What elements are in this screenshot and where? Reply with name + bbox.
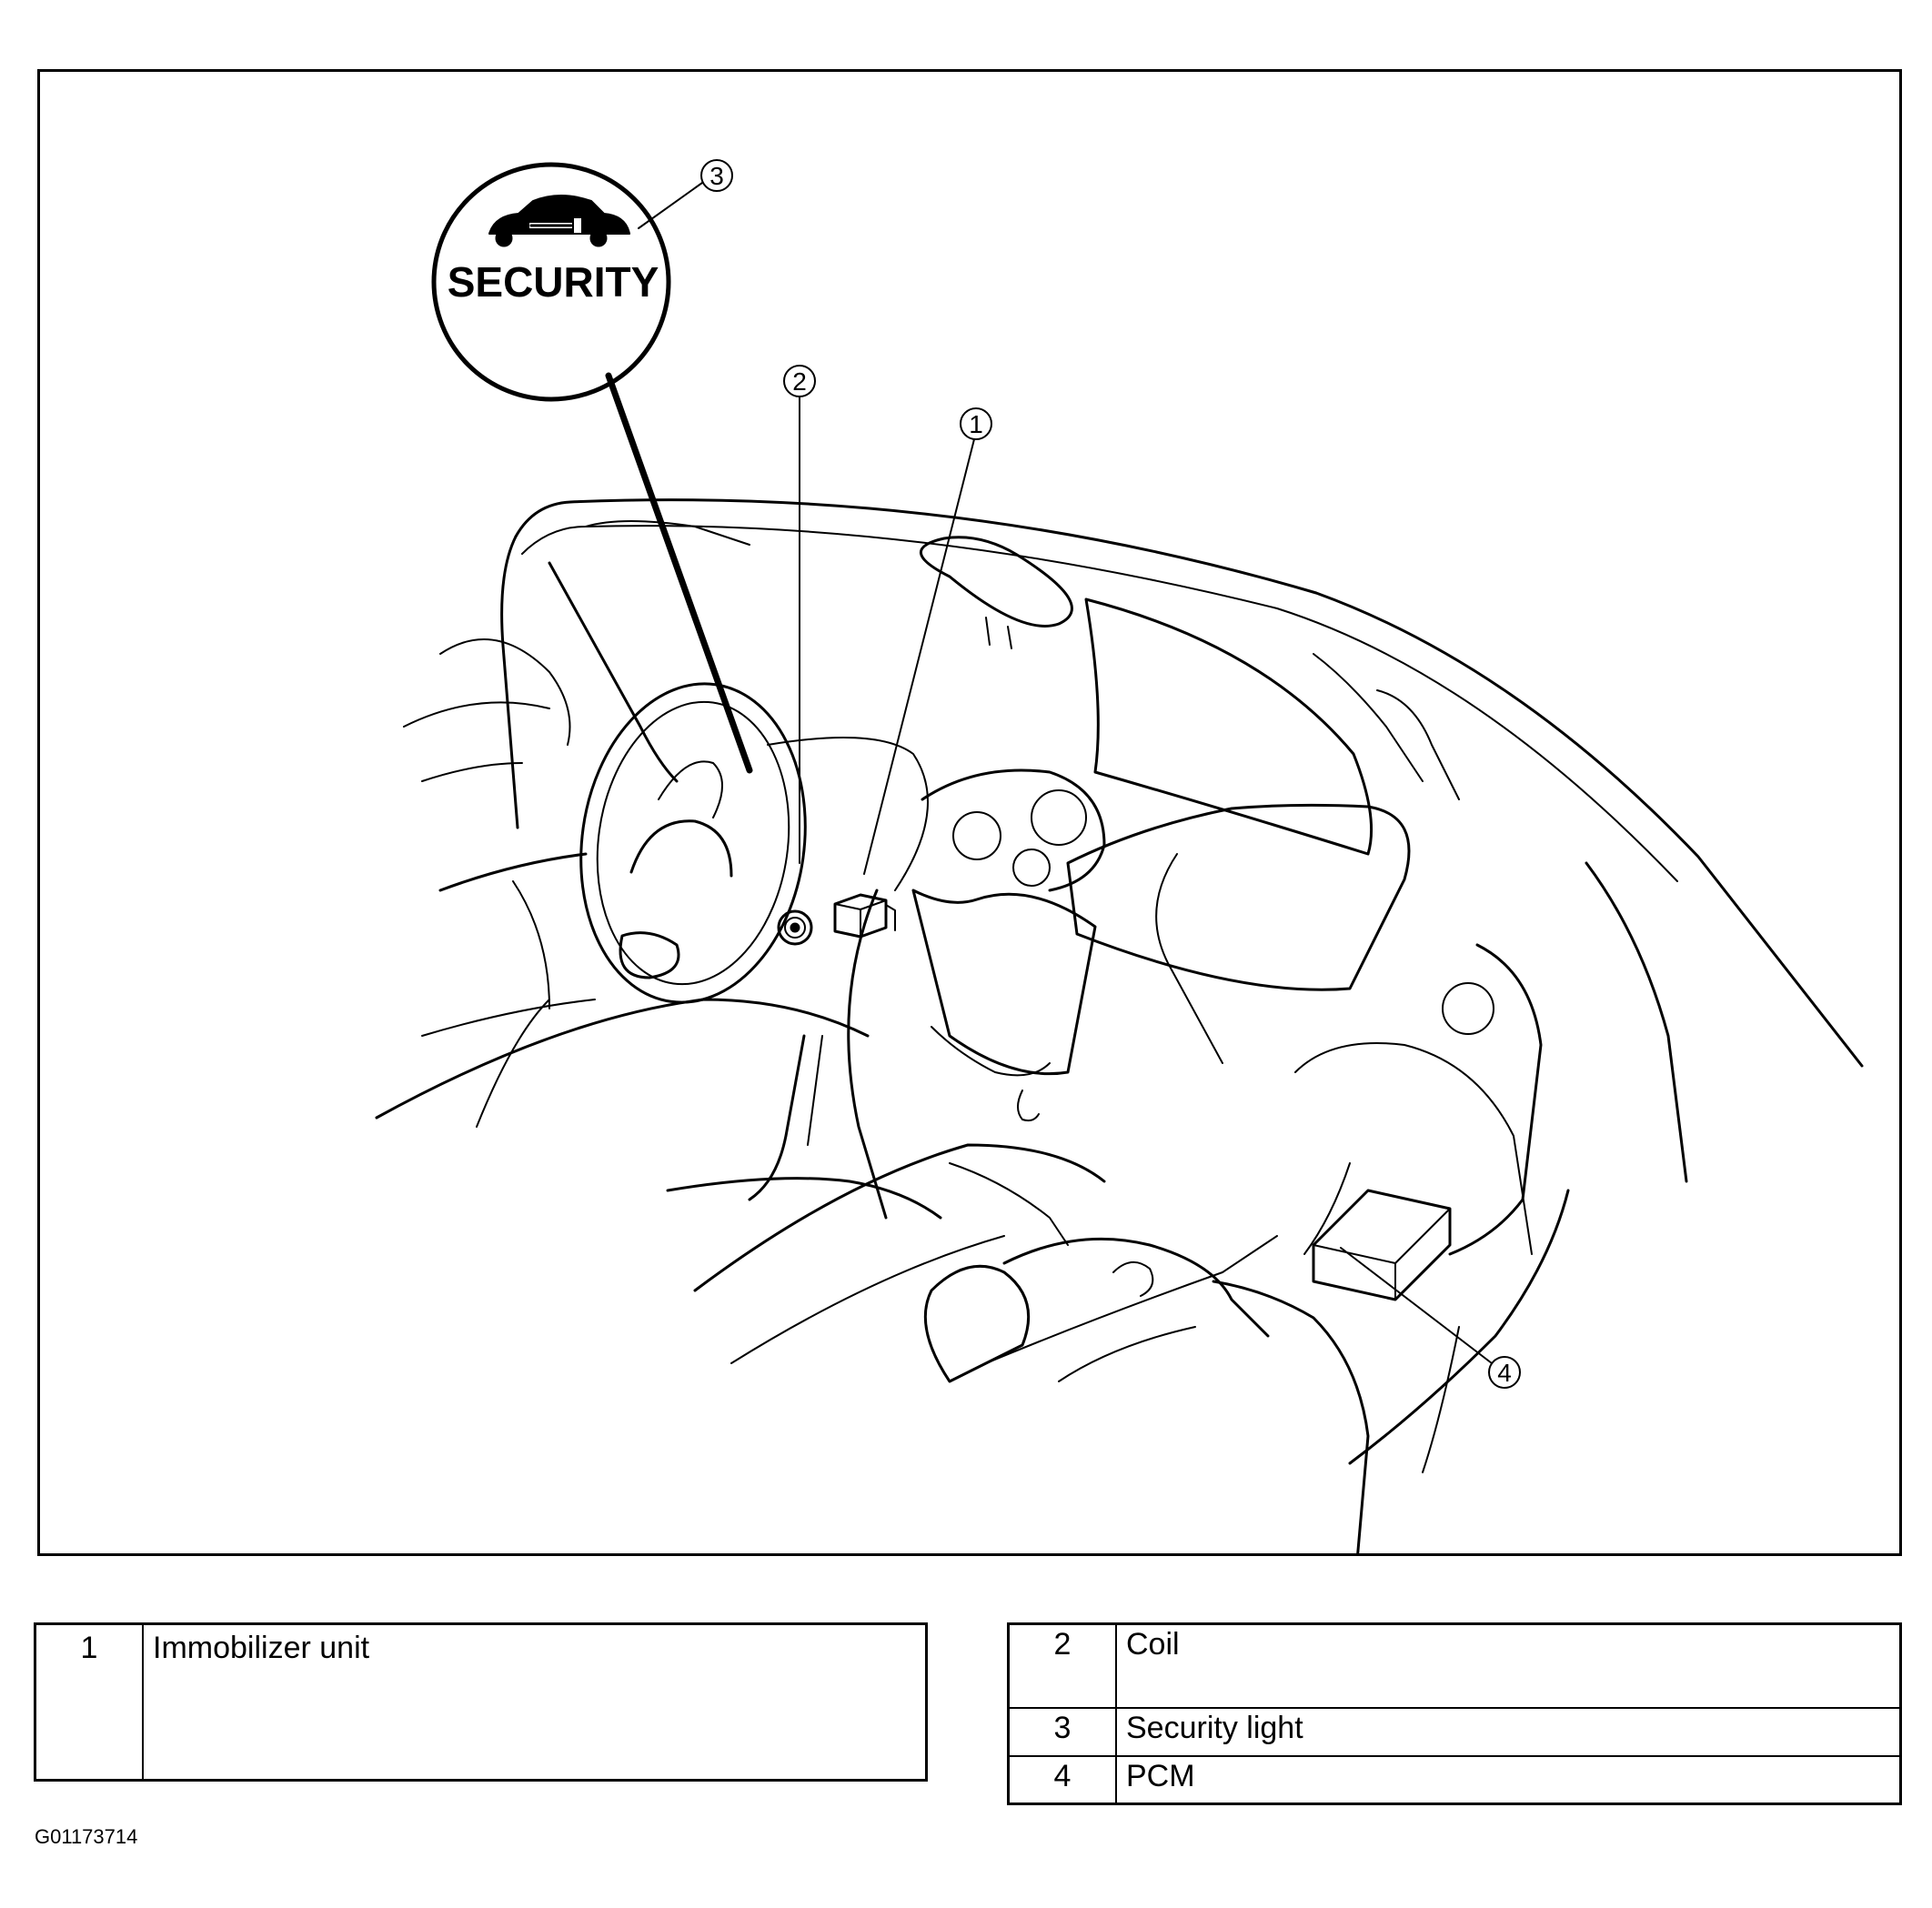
legend-number: 4 bbox=[1007, 1754, 1117, 1805]
immobilizer-unit-box bbox=[833, 893, 896, 939]
svg-text:1: 1 bbox=[969, 410, 983, 438]
legend-row: 4 PCM bbox=[1007, 1754, 1902, 1805]
dashboard-line-drawing: SECURITY 3 2 1 4 bbox=[375, 159, 1864, 1553]
legend-number: 3 bbox=[1007, 1707, 1117, 1757]
security-lamp-bubble: SECURITY bbox=[431, 162, 753, 774]
legend-number: 2 bbox=[1007, 1622, 1117, 1710]
legend-number: 1 bbox=[34, 1622, 144, 1782]
legend-table-left: 1 Immobilizer unit bbox=[34, 1622, 928, 1782]
callout-1: 1 bbox=[863, 407, 992, 875]
pcm-box bbox=[1312, 1189, 1452, 1301]
callout-2: 2 bbox=[783, 365, 816, 864]
svg-text:3: 3 bbox=[709, 162, 724, 190]
legend-label: Security light bbox=[1115, 1707, 1902, 1757]
svg-text:4: 4 bbox=[1497, 1359, 1512, 1387]
steering-wheel bbox=[579, 682, 813, 1004]
legend-label: Coil bbox=[1115, 1622, 1902, 1710]
legend-row: 1 Immobilizer unit bbox=[34, 1622, 928, 1782]
svg-text:2: 2 bbox=[792, 367, 807, 396]
callout-4: 4 bbox=[1340, 1247, 1521, 1389]
diagram-frame: SECURITY 3 2 1 4 bbox=[37, 69, 1902, 1556]
legend-table-right: 2 Coil 3 Security light 4 PCM bbox=[1007, 1622, 1902, 1805]
legend-row: 3 Security light bbox=[1007, 1707, 1902, 1757]
security-lamp-text: SECURITY bbox=[448, 258, 659, 306]
legend-row: 2 Coil bbox=[1007, 1622, 1902, 1710]
legend-label: Immobilizer unit bbox=[142, 1622, 928, 1782]
figure-id: G01173714 bbox=[35, 1825, 138, 1848]
callout-3: 3 bbox=[638, 159, 733, 229]
legend-label: PCM bbox=[1115, 1754, 1902, 1805]
